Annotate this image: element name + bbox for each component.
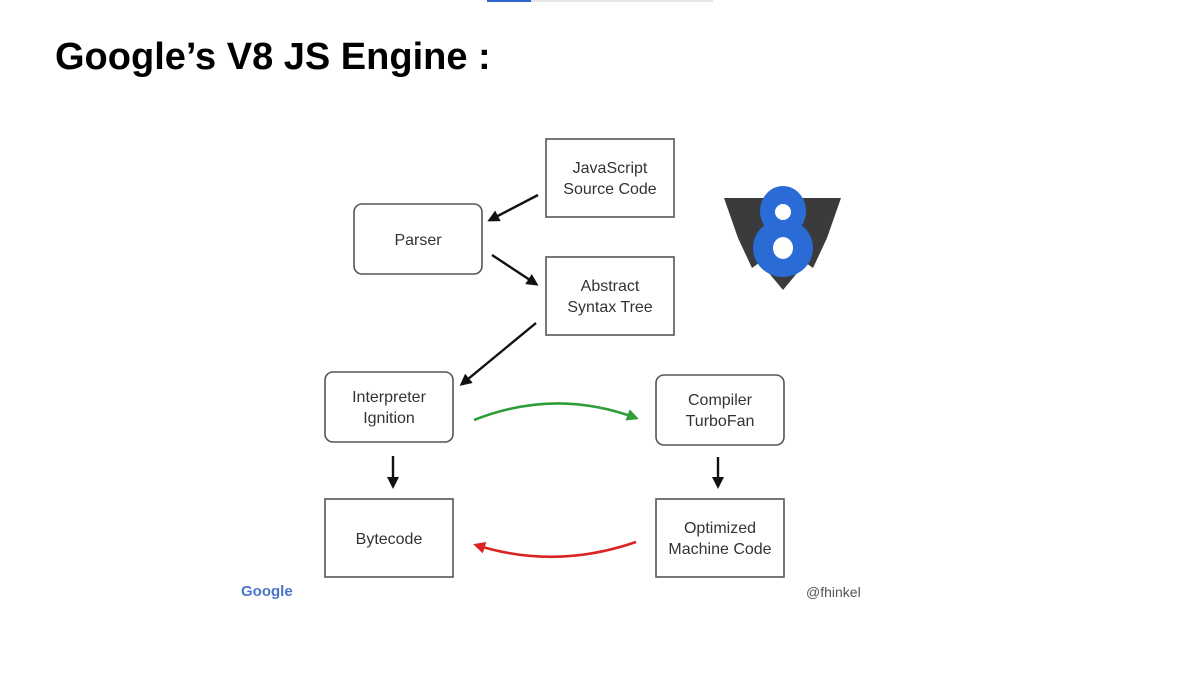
node-optimized-machine-code: Optimized Machine Code [655,498,785,578]
node-bytecode-label: Bytecode [356,531,423,548]
node-abstract-syntax-tree: Abstract Syntax Tree [545,256,675,336]
node-compiler-line2: TurboFan [686,413,755,430]
v8-logo-icon [724,186,841,290]
node-ast-line1: Abstract [581,278,640,295]
node-compiler-turbofan: Compiler TurboFan [655,374,785,446]
node-parser-label: Parser [394,232,442,249]
node-javascript-source-code: JavaScript Source Code [545,138,675,218]
slide-title: Google’s V8 JS Engine : [55,36,491,78]
node-interpreter-line1: Interpreter [352,389,426,406]
node-source-line2: Source Code [563,181,656,198]
edge-source-to-parser [487,193,539,222]
node-interpreter-ignition: Interpreter Ignition [324,371,454,443]
node-machine-line1: Optimized [684,520,756,537]
edge-ast-to-interpreter [459,322,537,386]
top-progress-track [487,0,713,2]
edge-interpreter-to-compiler [473,402,639,422]
node-compiler-line1: Compiler [688,392,753,409]
node-ast-line2: Syntax Tree [567,299,652,316]
node-parser: Parser [353,203,483,275]
node-machine-line2: Machine Code [668,541,771,558]
node-interpreter-line2: Ignition [363,410,415,427]
google-logo: Google [241,583,293,600]
node-source-line1: JavaScript [573,160,648,177]
edge-machine-to-bytecode [473,540,637,559]
credit-handle: @fhinkel [806,584,861,600]
top-progress-accent [487,0,531,2]
edge-parser-to-ast [491,253,539,286]
node-bytecode: Bytecode [324,498,454,578]
